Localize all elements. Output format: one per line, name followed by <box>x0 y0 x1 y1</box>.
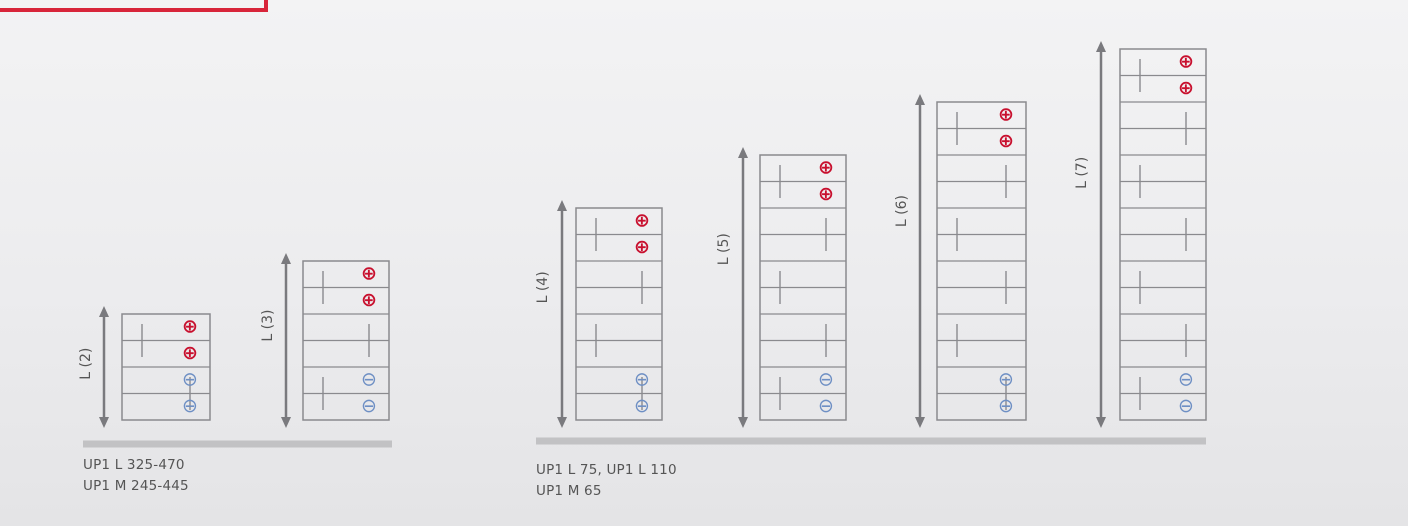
header-accent-border <box>0 0 268 12</box>
positive-terminal-icon: ⊕ <box>818 156 834 178</box>
battery-4-length-label: L (5) <box>716 233 732 265</box>
positive-terminal-icon: ⊕ <box>998 103 1014 125</box>
group-2-caption-line-1: UP1 L 75, UP1 L 110 <box>536 462 677 478</box>
negative-terminal-icon: ⊖ <box>1178 368 1194 390</box>
group-1-baseline-bar <box>83 440 392 448</box>
battery-2-length-label: L (3) <box>260 309 276 341</box>
positive-terminal-icon: ⊕ <box>1178 77 1194 99</box>
negative-terminal-icon: ⊖ <box>818 395 834 417</box>
group-2-baseline-bar <box>536 437 1206 445</box>
positive-terminal-icon: ⊕ <box>182 342 198 364</box>
negative-terminal-icon: ⊖ <box>998 368 1014 390</box>
arrow-down-icon <box>738 417 748 428</box>
arrow-down-icon <box>1096 417 1106 428</box>
battery-6-length-label: L (7) <box>1074 157 1090 189</box>
arrow-down-icon <box>281 417 291 428</box>
positive-terminal-icon: ⊕ <box>361 262 377 284</box>
negative-terminal-icon: ⊖ <box>634 395 650 417</box>
positive-terminal-icon: ⊕ <box>361 289 377 311</box>
positive-terminal-icon: ⊕ <box>1178 50 1194 72</box>
negative-terminal-icon: ⊖ <box>182 368 198 390</box>
battery-3-length-label: L (4) <box>535 271 551 303</box>
group-1-caption-line-1: UP1 L 325-470 <box>83 457 185 473</box>
arrow-up-icon <box>99 306 109 317</box>
arrow-down-icon <box>915 417 925 428</box>
positive-terminal-icon: ⊕ <box>634 209 650 231</box>
positive-terminal-icon: ⊕ <box>998 130 1014 152</box>
negative-terminal-icon: ⊖ <box>361 368 377 390</box>
negative-terminal-icon: ⊖ <box>818 368 834 390</box>
negative-terminal-icon: ⊖ <box>361 395 377 417</box>
arrow-down-icon <box>99 417 109 428</box>
arrow-up-icon <box>557 200 567 211</box>
negative-terminal-icon: ⊖ <box>634 368 650 390</box>
positive-terminal-icon: ⊕ <box>818 183 834 205</box>
negative-terminal-icon: ⊖ <box>182 395 198 417</box>
positive-terminal-icon: ⊕ <box>634 236 650 258</box>
positive-terminal-icon: ⊕ <box>182 315 198 337</box>
arrow-up-icon <box>915 94 925 105</box>
arrow-down-icon <box>557 417 567 428</box>
arrow-up-icon <box>1096 41 1106 52</box>
negative-terminal-icon: ⊖ <box>998 395 1014 417</box>
group-1-caption-line-2: UP1 M 245-445 <box>83 478 189 494</box>
battery-1-length-label: L (2) <box>78 348 94 380</box>
battery-5-length-label: L (6) <box>894 195 910 227</box>
group-1-caption: UP1 L 325-470 UP1 M 245-445 <box>83 455 189 497</box>
group-2-caption-line-2: UP1 M 65 <box>536 483 602 499</box>
arrow-up-icon <box>281 253 291 264</box>
arrow-up-icon <box>738 147 748 158</box>
negative-terminal-icon: ⊖ <box>1178 395 1194 417</box>
group-2-caption: UP1 L 75, UP1 L 110 UP1 M 65 <box>536 460 677 502</box>
